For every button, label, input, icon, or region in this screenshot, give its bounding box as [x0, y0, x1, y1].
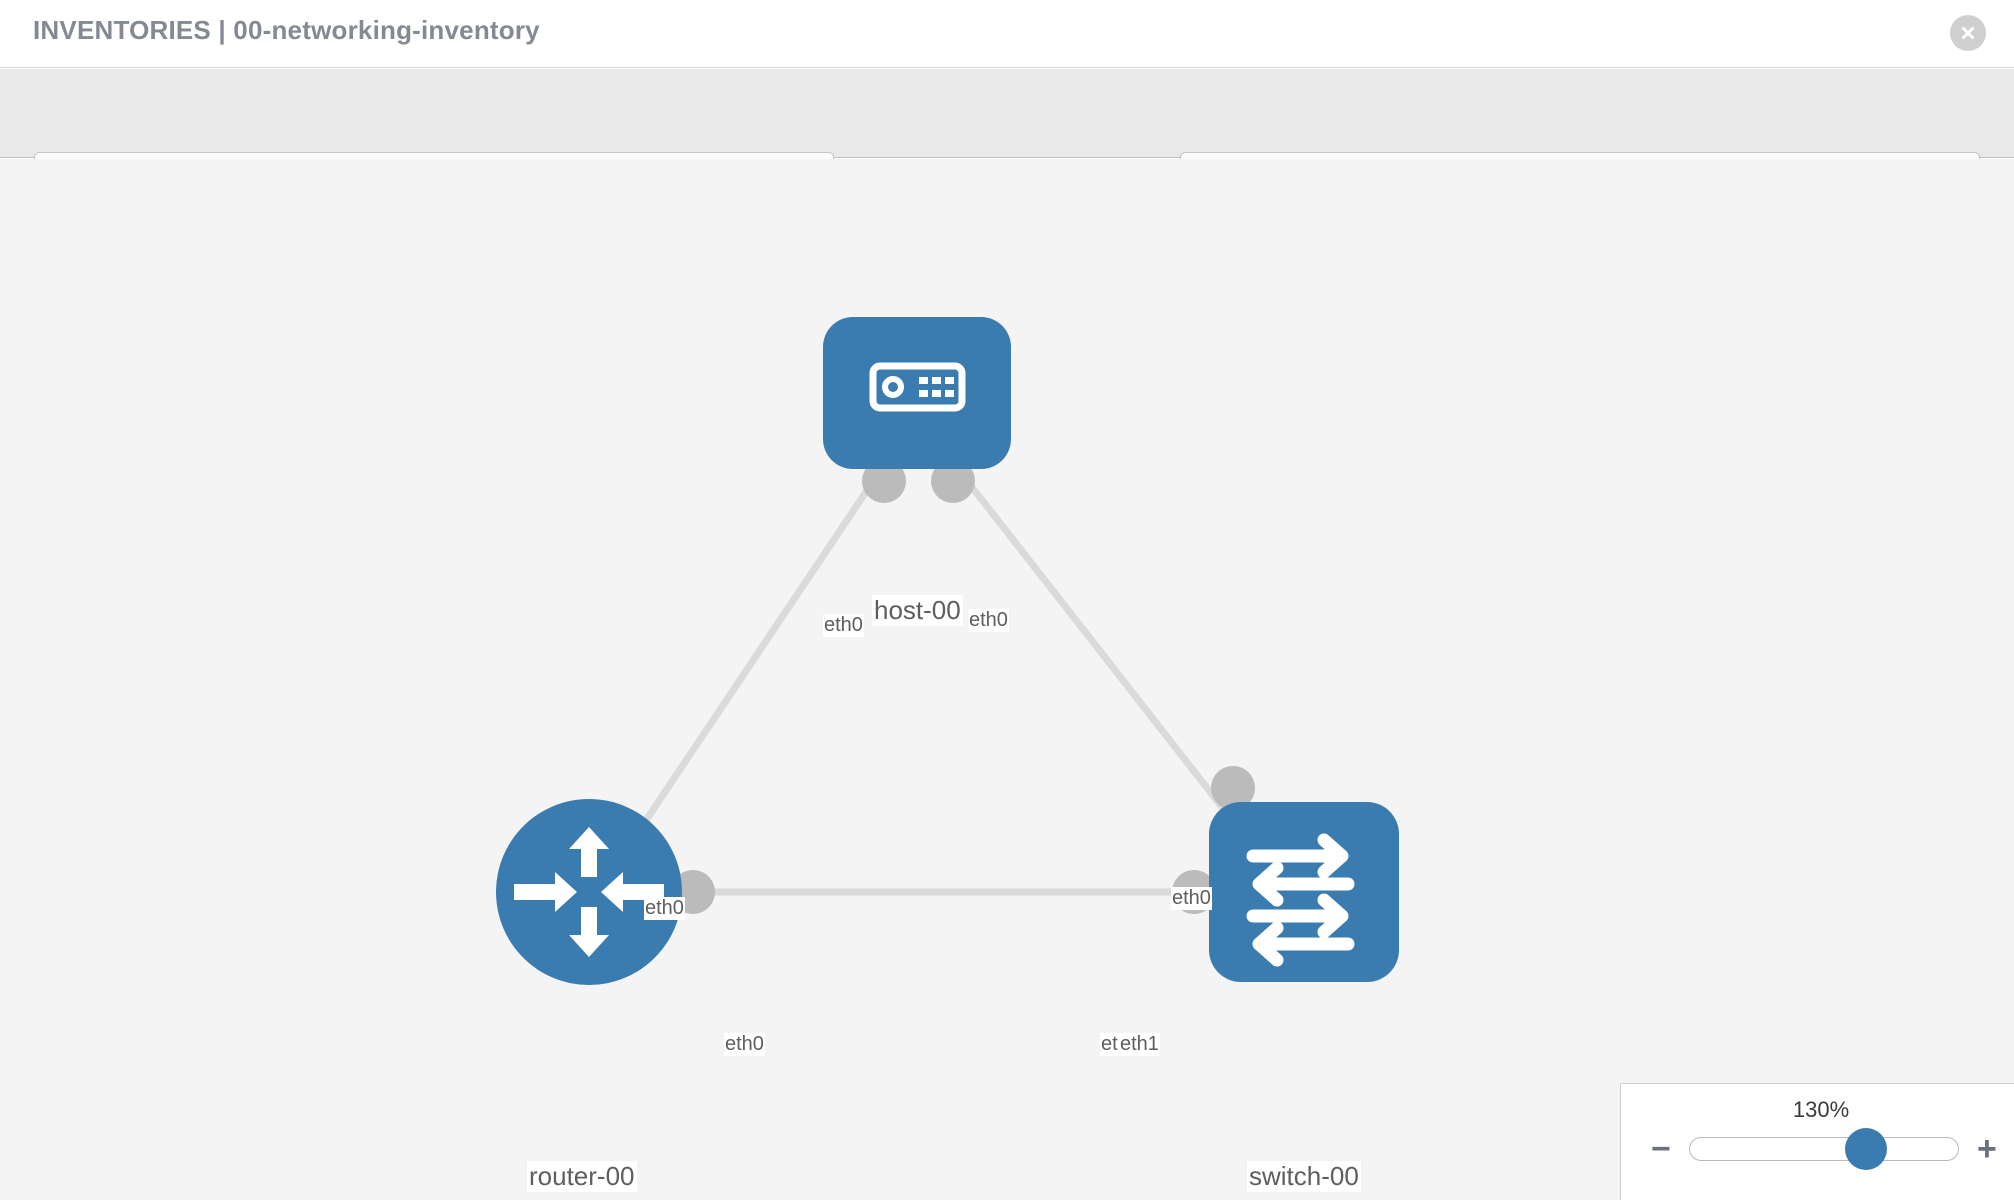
zoom-level-value: 130%	[1792, 1097, 1850, 1122]
graph-edges	[609, 456, 1275, 896]
zoom-slider-handle[interactable]	[1845, 1128, 1887, 1170]
node-router-00-shape[interactable]	[496, 799, 682, 985]
iface-router-right[interactable]: eth0	[724, 1033, 765, 1056]
node-switch-00-shape[interactable]	[1209, 802, 1399, 982]
node-label-switch[interactable]: switch-00	[1247, 1161, 1361, 1192]
page-title: INVENTORIES | 00-networking-inventory	[33, 15, 540, 45]
edge-host-router[interactable]	[609, 457, 891, 873]
toolbar: ACTIONS SEARCH	[0, 69, 2014, 204]
zoom-in-button[interactable]: +	[1977, 1130, 1997, 1168]
close-icon	[1961, 26, 1975, 40]
topology-graph	[496, 317, 1399, 985]
node-switch-00[interactable]	[1209, 802, 1399, 982]
node-router-00[interactable]	[496, 799, 682, 985]
iface-router-up[interactable]: eth0	[644, 897, 685, 920]
node-host-00[interactable]	[823, 317, 1011, 469]
page-header: INVENTORIES | 00-networking-inventory	[0, 0, 2014, 68]
switch-arrows-icon	[1246, 833, 1355, 967]
zoom-control-panel: 130% − +	[1620, 1083, 2014, 1200]
iface-switch-left[interactable]: eth1	[1119, 1033, 1160, 1056]
zoom-out-button[interactable]: −	[1651, 1130, 1671, 1168]
iface-switch-up[interactable]: eth0	[1171, 887, 1212, 910]
connector-host-right[interactable]	[931, 459, 975, 503]
connector-switch-top[interactable]	[1211, 766, 1255, 810]
router-arrows-icon	[514, 827, 664, 957]
server-icon	[869, 362, 966, 412]
iface-host-left[interactable]: eth0	[823, 614, 864, 637]
close-button[interactable]	[1950, 15, 1986, 51]
node-label-router[interactable]: router-00	[527, 1161, 637, 1192]
iface-host-right[interactable]: eth0	[968, 609, 1009, 632]
graph-connectors	[671, 459, 1255, 914]
node-label-host[interactable]: host-00	[872, 595, 963, 626]
node-host-00-shape[interactable]	[823, 317, 1011, 469]
connector-host-left[interactable]	[862, 459, 906, 503]
zoom-slider-track[interactable]	[1689, 1137, 1959, 1161]
topology-canvas[interactable]: eth0 eth0 eth0 eth0 eth0 eth0 eth1 host-…	[0, 159, 2014, 1200]
